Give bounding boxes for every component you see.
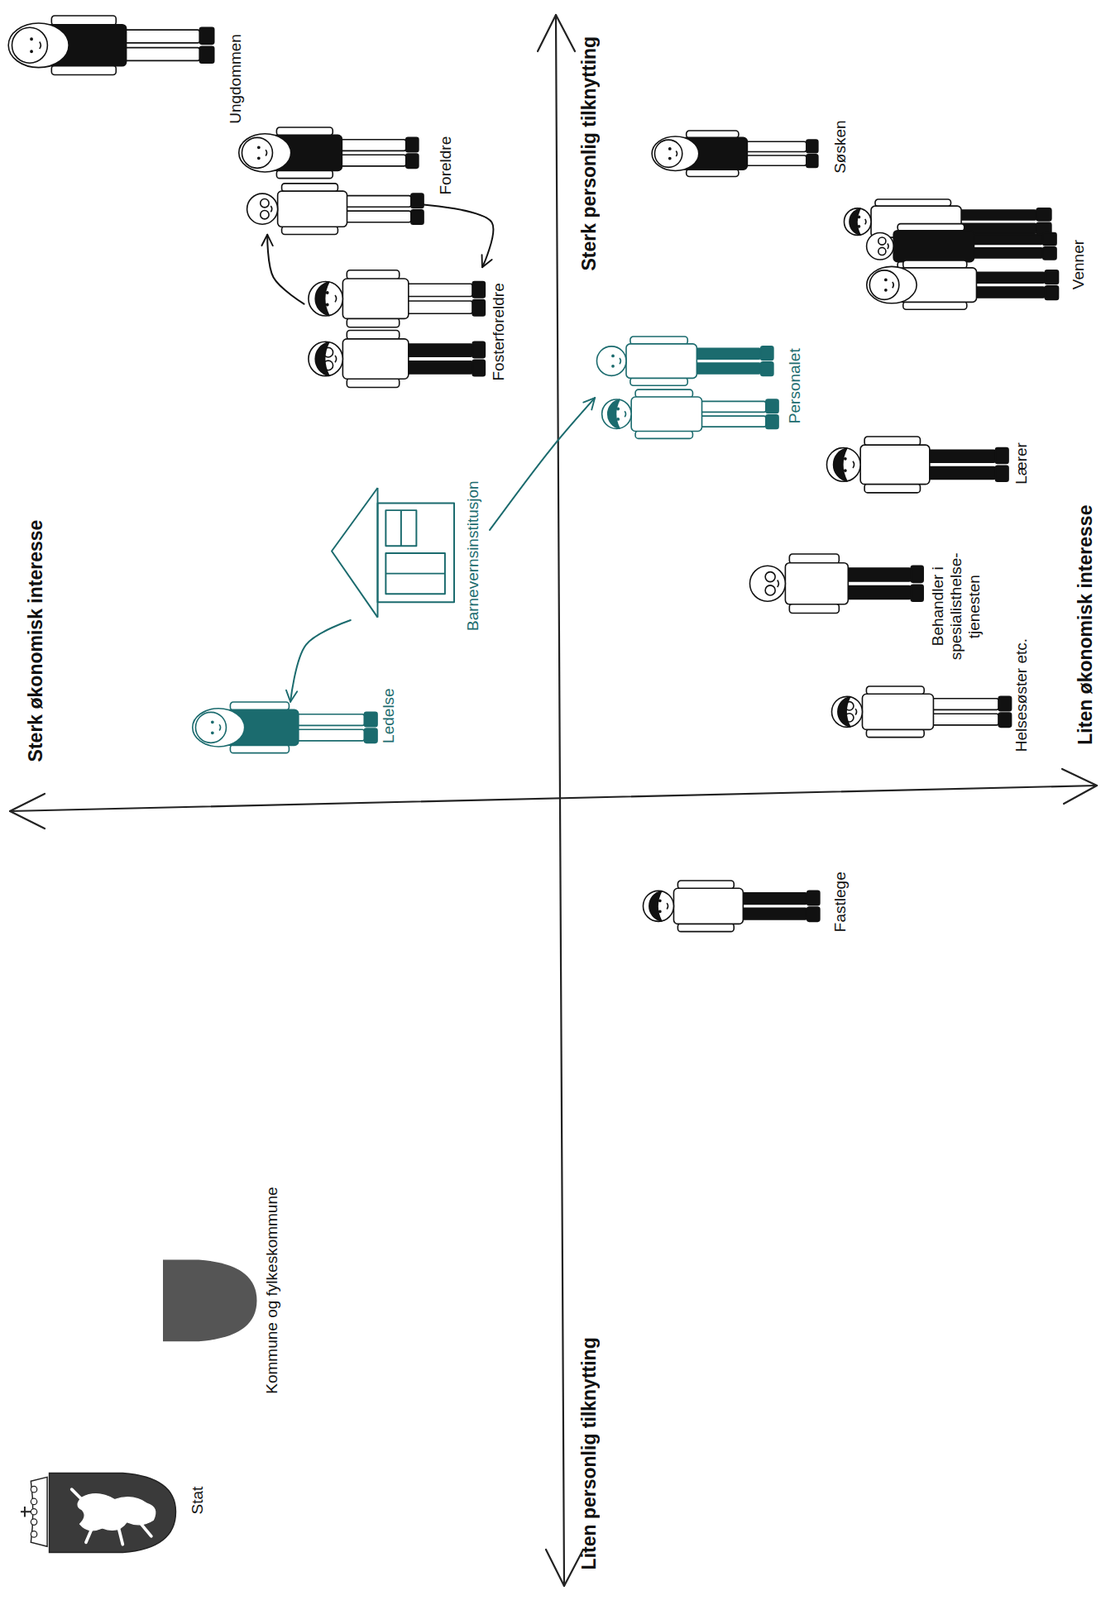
connector-arrow xyxy=(267,234,304,305)
person-node: Søsken xyxy=(652,130,819,178)
node-shape xyxy=(193,702,380,754)
person-figure xyxy=(192,702,378,754)
emblem-node: Kommune og fylkeskommune xyxy=(162,1258,257,1345)
axis-arrowhead xyxy=(9,794,45,829)
person-node: Ungdommen xyxy=(9,15,215,76)
node-label: Søsken xyxy=(831,110,850,184)
person-figure xyxy=(597,336,774,386)
node-label: Personalet xyxy=(785,329,805,444)
node-shape xyxy=(9,15,215,76)
node-shape xyxy=(304,267,489,390)
person-node: Lærer xyxy=(824,436,1009,494)
connector-arrow xyxy=(423,204,494,268)
node-label: Helsesøster etc. xyxy=(1012,624,1031,766)
node-label: Fastlege xyxy=(831,860,850,944)
municipal-shield xyxy=(162,1259,257,1342)
node-label: Behandler i spesialisthelse- tjenesten xyxy=(928,538,984,675)
person-figure xyxy=(831,686,1011,738)
person-figure xyxy=(308,330,485,388)
node-shape xyxy=(641,880,820,933)
node-shape xyxy=(842,199,1059,310)
person-figure xyxy=(642,880,819,933)
axis-line xyxy=(555,14,565,1587)
person-node: Ledelse xyxy=(193,702,380,754)
emblem-node: Stat xyxy=(20,1467,176,1558)
person-node: Fosterforeldre xyxy=(304,267,489,390)
node-label: Ledelse xyxy=(379,681,398,752)
person-figure xyxy=(866,260,1058,310)
person-figure xyxy=(652,130,819,178)
axis-arrowhead xyxy=(545,1550,584,1587)
person-figure xyxy=(750,554,924,614)
node-label: Barnevernsinstitusjon xyxy=(464,449,483,664)
person-figure xyxy=(9,15,216,76)
node-shape xyxy=(824,436,1009,494)
axis-arrowhead xyxy=(1062,769,1097,805)
connector-arrow xyxy=(290,620,351,703)
person-figure xyxy=(826,436,1009,494)
person-figure xyxy=(602,389,779,439)
person-node: Foreldre xyxy=(239,127,424,235)
node-label: Ungdommen xyxy=(226,20,245,139)
house-symbol xyxy=(331,488,455,618)
person-node: Personalet xyxy=(594,336,779,439)
node-label: Stat xyxy=(188,1469,207,1532)
node-shape xyxy=(162,1258,257,1345)
connector-arrow xyxy=(489,397,595,531)
person-figure xyxy=(308,270,485,328)
axis-label: Liten økonomisk interesse xyxy=(1074,477,1097,774)
node-label: Venner xyxy=(1069,222,1088,307)
node-shape xyxy=(829,686,1012,738)
axis-label: Sterk økonomisk interesse xyxy=(24,497,48,784)
person-node: Venner xyxy=(842,199,1059,310)
axis-label: Liten personlig tilknytting xyxy=(578,1311,601,1597)
person-node: Behandler i spesialisthelse- tjenesten xyxy=(747,554,927,616)
node-shape xyxy=(594,336,779,439)
person-figure xyxy=(866,223,1056,269)
node-shape xyxy=(652,130,819,178)
axis-arrowhead xyxy=(537,14,575,52)
person-figure xyxy=(247,183,424,235)
person-figure xyxy=(239,127,419,179)
axis-label: Sterk personlig tilknytting xyxy=(578,8,601,300)
person-node: Fastlege xyxy=(641,880,820,933)
axis-line xyxy=(9,785,1097,812)
node-shape xyxy=(20,1467,176,1558)
node-label: Fosterforeldre xyxy=(489,263,508,402)
institution-node: Barnevernsinstitusjon xyxy=(331,488,490,621)
node-label: Lærer xyxy=(1012,426,1031,501)
person-node: Helsesøster etc. xyxy=(829,686,1012,738)
node-label: Foreldre xyxy=(436,120,455,211)
coat-of-arms xyxy=(20,1473,176,1553)
node-shape xyxy=(239,127,424,235)
node-label: Kommune og fylkeskommune xyxy=(263,1143,282,1440)
node-shape xyxy=(747,554,927,616)
